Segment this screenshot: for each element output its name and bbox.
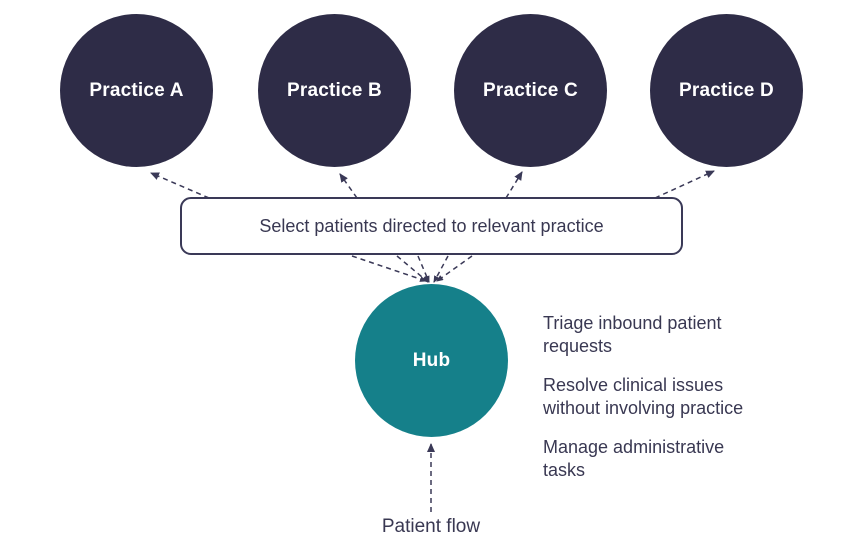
hub-functions-list: Triage inbound patient requests Resolve … [543, 312, 771, 498]
selector-box: Select patients directed to relevant pra… [180, 197, 683, 255]
practice-c-label: Practice C [483, 79, 578, 101]
hub-function-resolve: Resolve clinical issues without involvin… [543, 375, 744, 418]
arrow-box-to-practice-c [505, 171, 523, 199]
arrow-box-to-practice-a [150, 172, 210, 199]
arrow-box-to-hub-4 [433, 255, 449, 283]
hub-node: Hub [355, 284, 508, 437]
practice-a-node: Practice A [60, 14, 213, 167]
selector-box-label: Select patients directed to relevant pra… [259, 215, 604, 236]
arrow-box-to-hub-2 [396, 255, 429, 283]
practice-c-node: Practice C [454, 14, 607, 167]
hub-function-manage: Manage administrative tasks [543, 437, 725, 480]
arrow-box-to-hub-1 [351, 255, 427, 282]
hub-label: Hub [412, 349, 451, 371]
hub-function-triage: Triage inbound patient requests [543, 313, 722, 356]
arrow-box-to-hub-3 [417, 255, 430, 283]
patient-flow-label: Patient flow [381, 516, 481, 537]
arrow-box-to-practice-d [654, 170, 715, 199]
practice-b-node: Practice B [258, 14, 411, 167]
practice-a-label: Practice A [89, 79, 184, 101]
practice-b-label: Practice B [287, 79, 382, 101]
arrow-box-to-practice-b [339, 173, 358, 199]
practice-d-node: Practice D [650, 14, 803, 167]
arrow-box-to-hub-5 [436, 255, 473, 282]
practice-d-label: Practice D [679, 79, 774, 101]
